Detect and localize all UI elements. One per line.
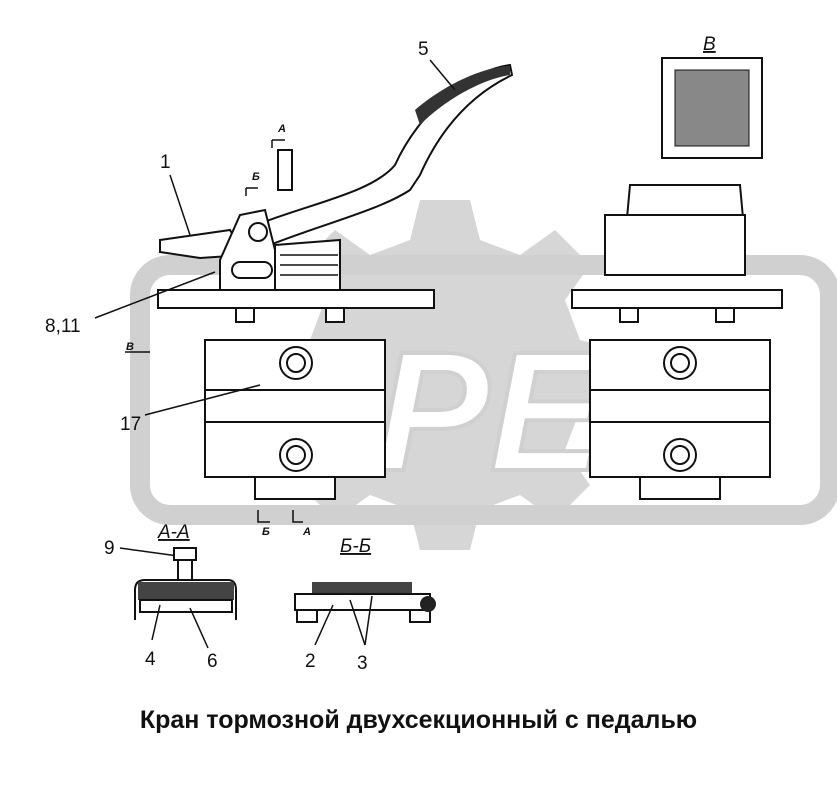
label-section-b-bottom: Б — [262, 526, 270, 538]
diagram-caption: Кран тормозной двухсекционный с педалью — [139, 706, 698, 734]
label-part-9: 9 — [104, 538, 115, 559]
label-pedal: 5 — [418, 39, 429, 60]
section-bb-drawing — [294, 582, 436, 646]
label-lever: 1 — [160, 152, 171, 173]
label-section-a-top: А — [277, 123, 286, 135]
label-section-aa: А-А — [157, 522, 190, 543]
label-part-3: 3 — [357, 653, 368, 674]
label-part-2: 2 — [305, 651, 316, 672]
label-section-b-top: Б — [252, 171, 260, 183]
label-section-a-bottom: А — [302, 526, 311, 538]
label-part-8-11: 8,11 — [45, 316, 81, 337]
label-view-arrow-b: В — [126, 341, 134, 353]
side-view-assembly — [157, 63, 514, 500]
leader-lines — [94, 59, 456, 557]
front-view-assembly — [571, 57, 783, 500]
label-section-bb: Б-Б — [340, 536, 371, 557]
section-aa-drawing — [134, 547, 237, 649]
label-part-17: 17 — [120, 414, 141, 435]
label-part-6: 6 — [207, 651, 218, 672]
label-view-b: В — [703, 34, 716, 55]
label-part-4: 4 — [145, 649, 156, 670]
